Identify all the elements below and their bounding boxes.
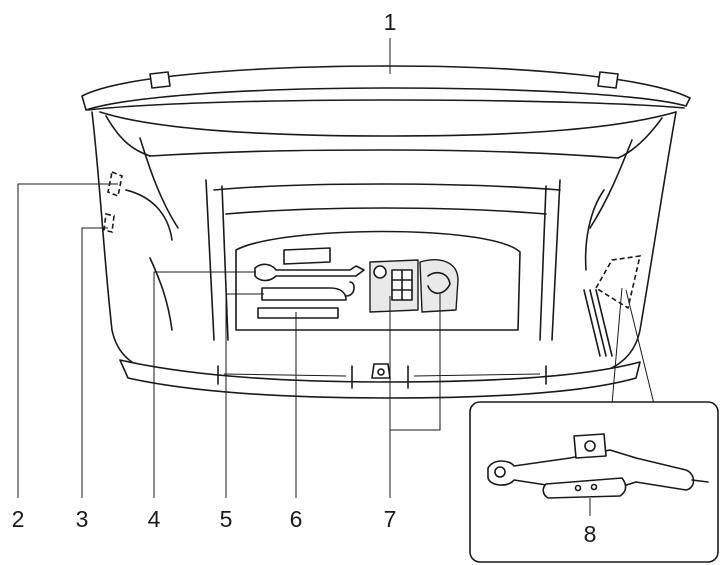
- jack-inset: [469, 401, 719, 563]
- callout-6: 6: [290, 506, 303, 532]
- location-markers: [103, 170, 642, 310]
- callout-labels: 1 2 3 4 5 6 7 8: [12, 9, 597, 547]
- callout-7: 7: [384, 506, 397, 532]
- callout-5: 5: [220, 506, 233, 532]
- leader-lines: [17, 38, 655, 498]
- callout-2: 2: [12, 506, 25, 532]
- callout-8: 8: [584, 521, 597, 547]
- callout-1: 1: [384, 9, 397, 35]
- callout-3: 3: [76, 506, 89, 532]
- tool-tray: [254, 247, 459, 319]
- trunk-lid: [81, 65, 691, 137]
- trunk-body: [91, 111, 677, 399]
- callout-4: 4: [148, 506, 161, 532]
